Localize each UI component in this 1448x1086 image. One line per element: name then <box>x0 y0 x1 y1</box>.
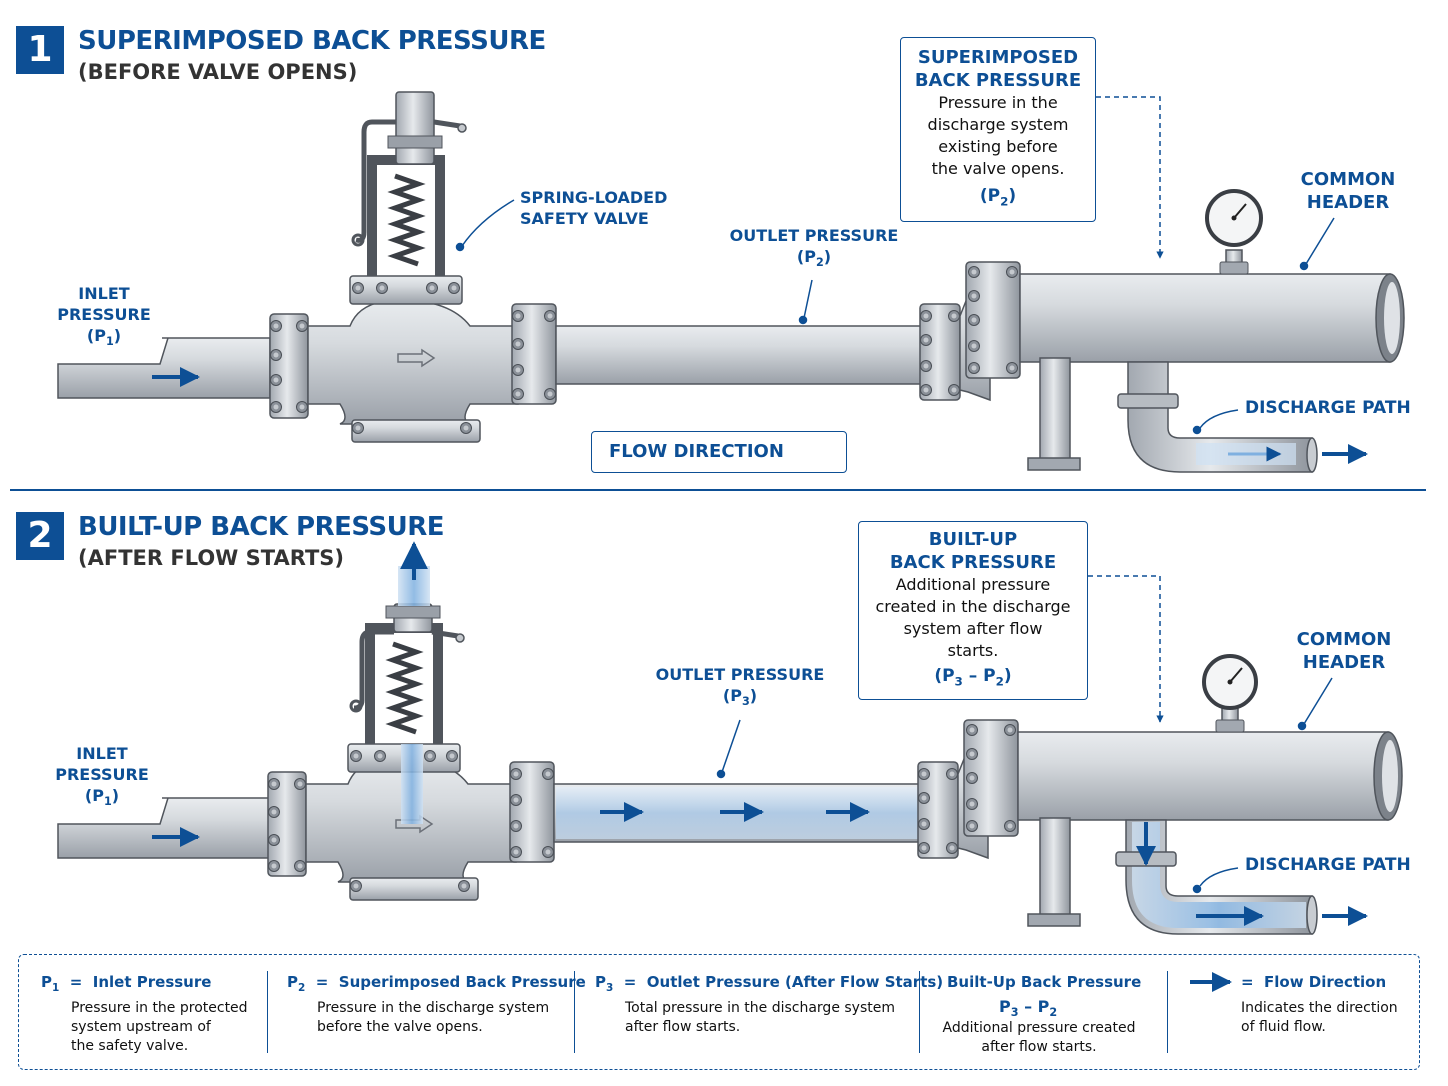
legend-p3: P3 = Outlet Pressure (After Flow Starts) <box>595 973 944 994</box>
legend-p1: P1 = Inlet Pressure <box>41 973 212 994</box>
callout-symbol: (P2) <box>979 186 1017 209</box>
discharge-path-label-2: DISCHARGE PATH <box>1245 855 1411 875</box>
common-header-pipe-2 <box>1017 731 1389 821</box>
legend-built-up-formula: P3 – P2 <box>999 997 1058 1020</box>
section-2-subtitle: (AFTER FLOW STARTS) <box>78 546 344 570</box>
lifting-lever <box>355 119 396 243</box>
section-1-title: SUPERIMPOSED BACK PRESSURE <box>78 26 546 56</box>
outlet-pressure-label: OUTLET PRESSURE (P2) <box>729 226 899 270</box>
common-header-label: COMMON HEADER <box>1300 169 1396 213</box>
outlet-pressure-label-2: OUTLET PRESSURE (P3) <box>655 665 825 709</box>
common-header-pipe <box>1019 273 1391 363</box>
valve-cap <box>395 91 435 165</box>
section-2-drawing <box>57 541 1403 935</box>
inlet-pressure-label-2: INLET PRESSURE (P1) <box>55 744 149 809</box>
section-1-drawing <box>57 91 1405 473</box>
section-1-number: 1 <box>16 26 64 74</box>
legend-p2: P2 = Superimposed Back Pressure <box>287 973 586 994</box>
section-2-number: 2 <box>16 512 64 560</box>
superimposed-callout: SUPERIMPOSED BACK PRESSURE Pressure in t… <box>900 37 1096 222</box>
valve-base <box>351 419 481 443</box>
legend-flow: = Flow Direction <box>1241 973 1387 991</box>
outlet-pipe <box>555 325 923 385</box>
spring <box>387 173 426 267</box>
callout-symbol-2: (P3 – P2) <box>934 666 1012 689</box>
discharge-path-label: DISCHARGE PATH <box>1245 398 1411 418</box>
bonnet-flange <box>349 275 463 305</box>
section1-leaders <box>455 96 1335 435</box>
valve-body-arrow <box>397 348 436 368</box>
pipe-support <box>1039 357 1071 463</box>
safety-valve-label: SPRING-LOADED SAFETY VALVE <box>520 188 668 228</box>
section-2-title: BUILT-UP BACK PRESSURE <box>78 512 445 542</box>
callout-heading: SUPERIMPOSED <box>917 47 1079 68</box>
inlet-pipe-2 <box>57 797 271 859</box>
flow-direction-box: FLOW DIRECTION <box>591 431 847 473</box>
legend: P1 = Inlet Pressure Pressure in the prot… <box>18 954 1420 1070</box>
section2-leaders <box>716 575 1333 894</box>
section-1-subtitle: (BEFORE VALVE OPENS) <box>78 60 358 84</box>
common-header-label-2: COMMON HEADER <box>1296 629 1392 673</box>
built-up-callout: BUILT-UP BACK PRESSURE Additional pressu… <box>858 521 1088 700</box>
legend-built-up: Built-Up Back Pressure <box>947 973 1142 991</box>
inlet-pressure-label: INLET PRESSURE (P1) <box>57 284 151 349</box>
flow-direction-label: FLOW DIRECTION <box>609 441 784 462</box>
inlet-pipe <box>57 337 271 399</box>
